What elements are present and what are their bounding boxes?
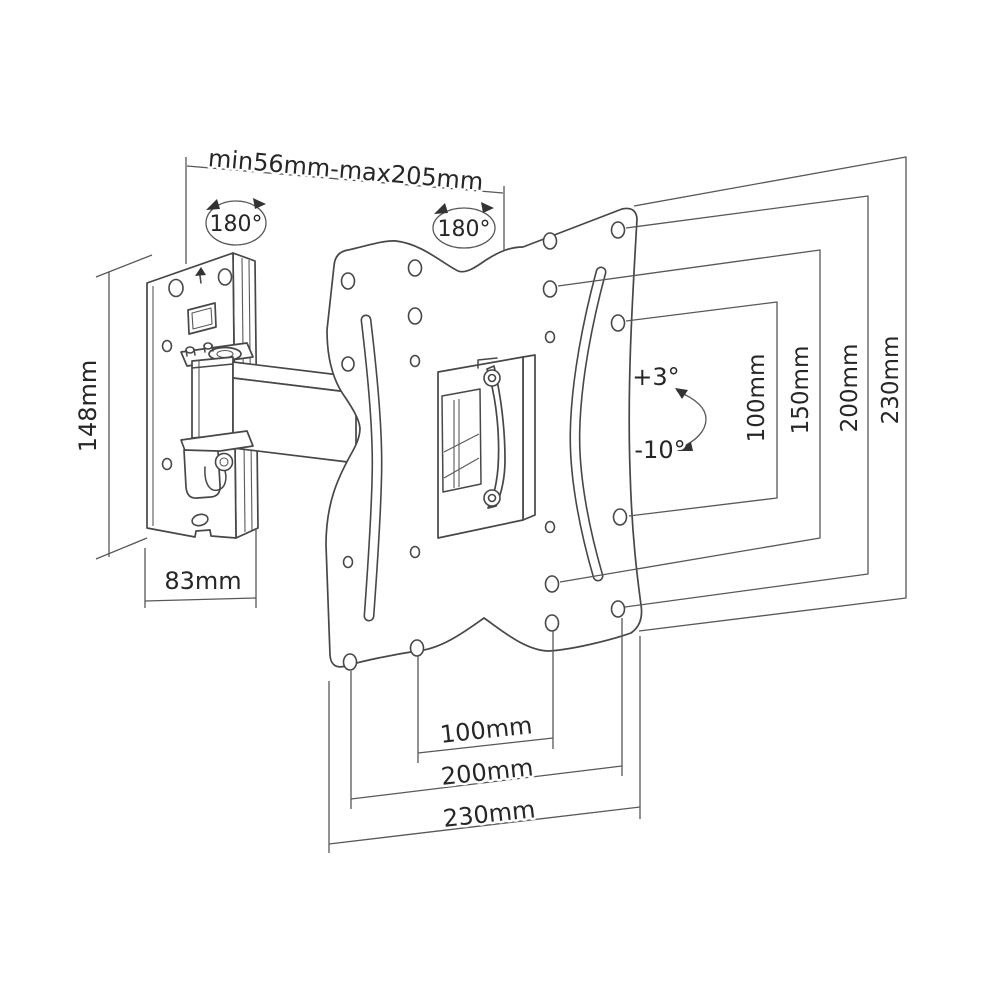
tilt-head-window — [441, 388, 482, 493]
label-vesa-horizontal-200: 200mm — [440, 753, 535, 791]
tilt-head-side — [522, 354, 536, 521]
dim-vesa-horizontal-100 — [417, 631, 554, 763]
dim-vesa-horizontal-230 — [328, 636, 641, 853]
cable-clip-flap — [183, 449, 221, 499]
label-extension-range: min56mm-max205mm — [207, 144, 484, 196]
tilt-arrowhead-icon — [677, 442, 693, 451]
label-wall-plate-height: 148mm — [74, 360, 102, 453]
dim-wall-plate-height — [95, 254, 153, 560]
hinge-collar-top — [191, 363, 234, 369]
articulating-arm — [232, 361, 357, 464]
keyhole-slot-right — [217, 268, 233, 286]
window-detail — [443, 433, 480, 453]
dimension-labels: min56mm-max205mm 180° 180° 148mm 83mm +3… — [72, 142, 907, 836]
tilt-head-bracket — [437, 354, 536, 539]
dim-vesa-vertical-200 — [624, 195, 869, 608]
label-vesa-vertical-200: 200mm — [837, 344, 863, 433]
dim-vesa-vertical-150 — [557, 249, 821, 583]
rotation-arrowhead-icon — [481, 202, 494, 213]
label-swivel-left: 180° — [210, 212, 263, 237]
window-detail — [443, 457, 480, 479]
label-wall-plate-width: 83mm — [164, 567, 241, 595]
screw-hole — [161, 457, 173, 471]
curved-slot-right — [569, 266, 607, 582]
vesa-holes — [340, 221, 628, 671]
dim-vesa-vertical-100 — [625, 301, 778, 517]
label-vesa-horizontal-230: 230mm — [442, 795, 537, 833]
tilt-head-step — [477, 357, 498, 369]
dim-vesa-vertical-230 — [633, 156, 907, 632]
label-vesa-horizontal-100: 100mm — [439, 711, 534, 749]
bottom-oval-hole — [191, 513, 209, 527]
tilt-arrowhead-icon — [675, 388, 688, 399]
label-vesa-vertical-230: 230mm — [878, 336, 904, 425]
wall-plate-rect-hole — [187, 302, 217, 335]
dimension-annotations — [95, 156, 907, 853]
swivel-indicator-right — [432, 202, 496, 249]
tilt-indicator — [675, 388, 707, 451]
tilt-handle-strip — [486, 365, 506, 509]
curved-slot-left — [360, 314, 383, 622]
dim-vesa-horizontal-200 — [350, 618, 623, 809]
up-arrow-icon — [195, 267, 206, 284]
tension-knob — [214, 452, 234, 472]
label-swivel-right: 180° — [438, 217, 491, 242]
rotation-arrowhead-icon — [206, 199, 220, 210]
screw-hole — [161, 339, 173, 353]
wall-plate-rect-hole-inner — [191, 307, 213, 330]
rotation-arrowhead-icon — [253, 198, 266, 209]
dim-wall-plate-width — [144, 528, 257, 608]
dim-extension-range — [185, 157, 505, 264]
tilt-head-screw-bottom — [483, 489, 501, 507]
wall-mount-bracket — [146, 252, 357, 539]
label-vesa-vertical-100: 100mm — [744, 354, 770, 443]
label-vesa-vertical-150: 150mm — [788, 346, 814, 435]
rotation-arrowhead-icon — [434, 203, 448, 214]
tension-knob-center — [219, 457, 229, 467]
label-tilt-up: +3° — [632, 363, 679, 391]
hinge-top-bolts — [185, 342, 214, 357]
keyhole-slot-left — [168, 278, 184, 298]
label-tilt-down: -10° — [634, 436, 685, 464]
vesa-plate — [325, 207, 643, 671]
swivel-indicator-left — [205, 198, 267, 246]
tilt-head-screw-top — [483, 369, 501, 387]
cable-wire — [204, 466, 227, 492]
